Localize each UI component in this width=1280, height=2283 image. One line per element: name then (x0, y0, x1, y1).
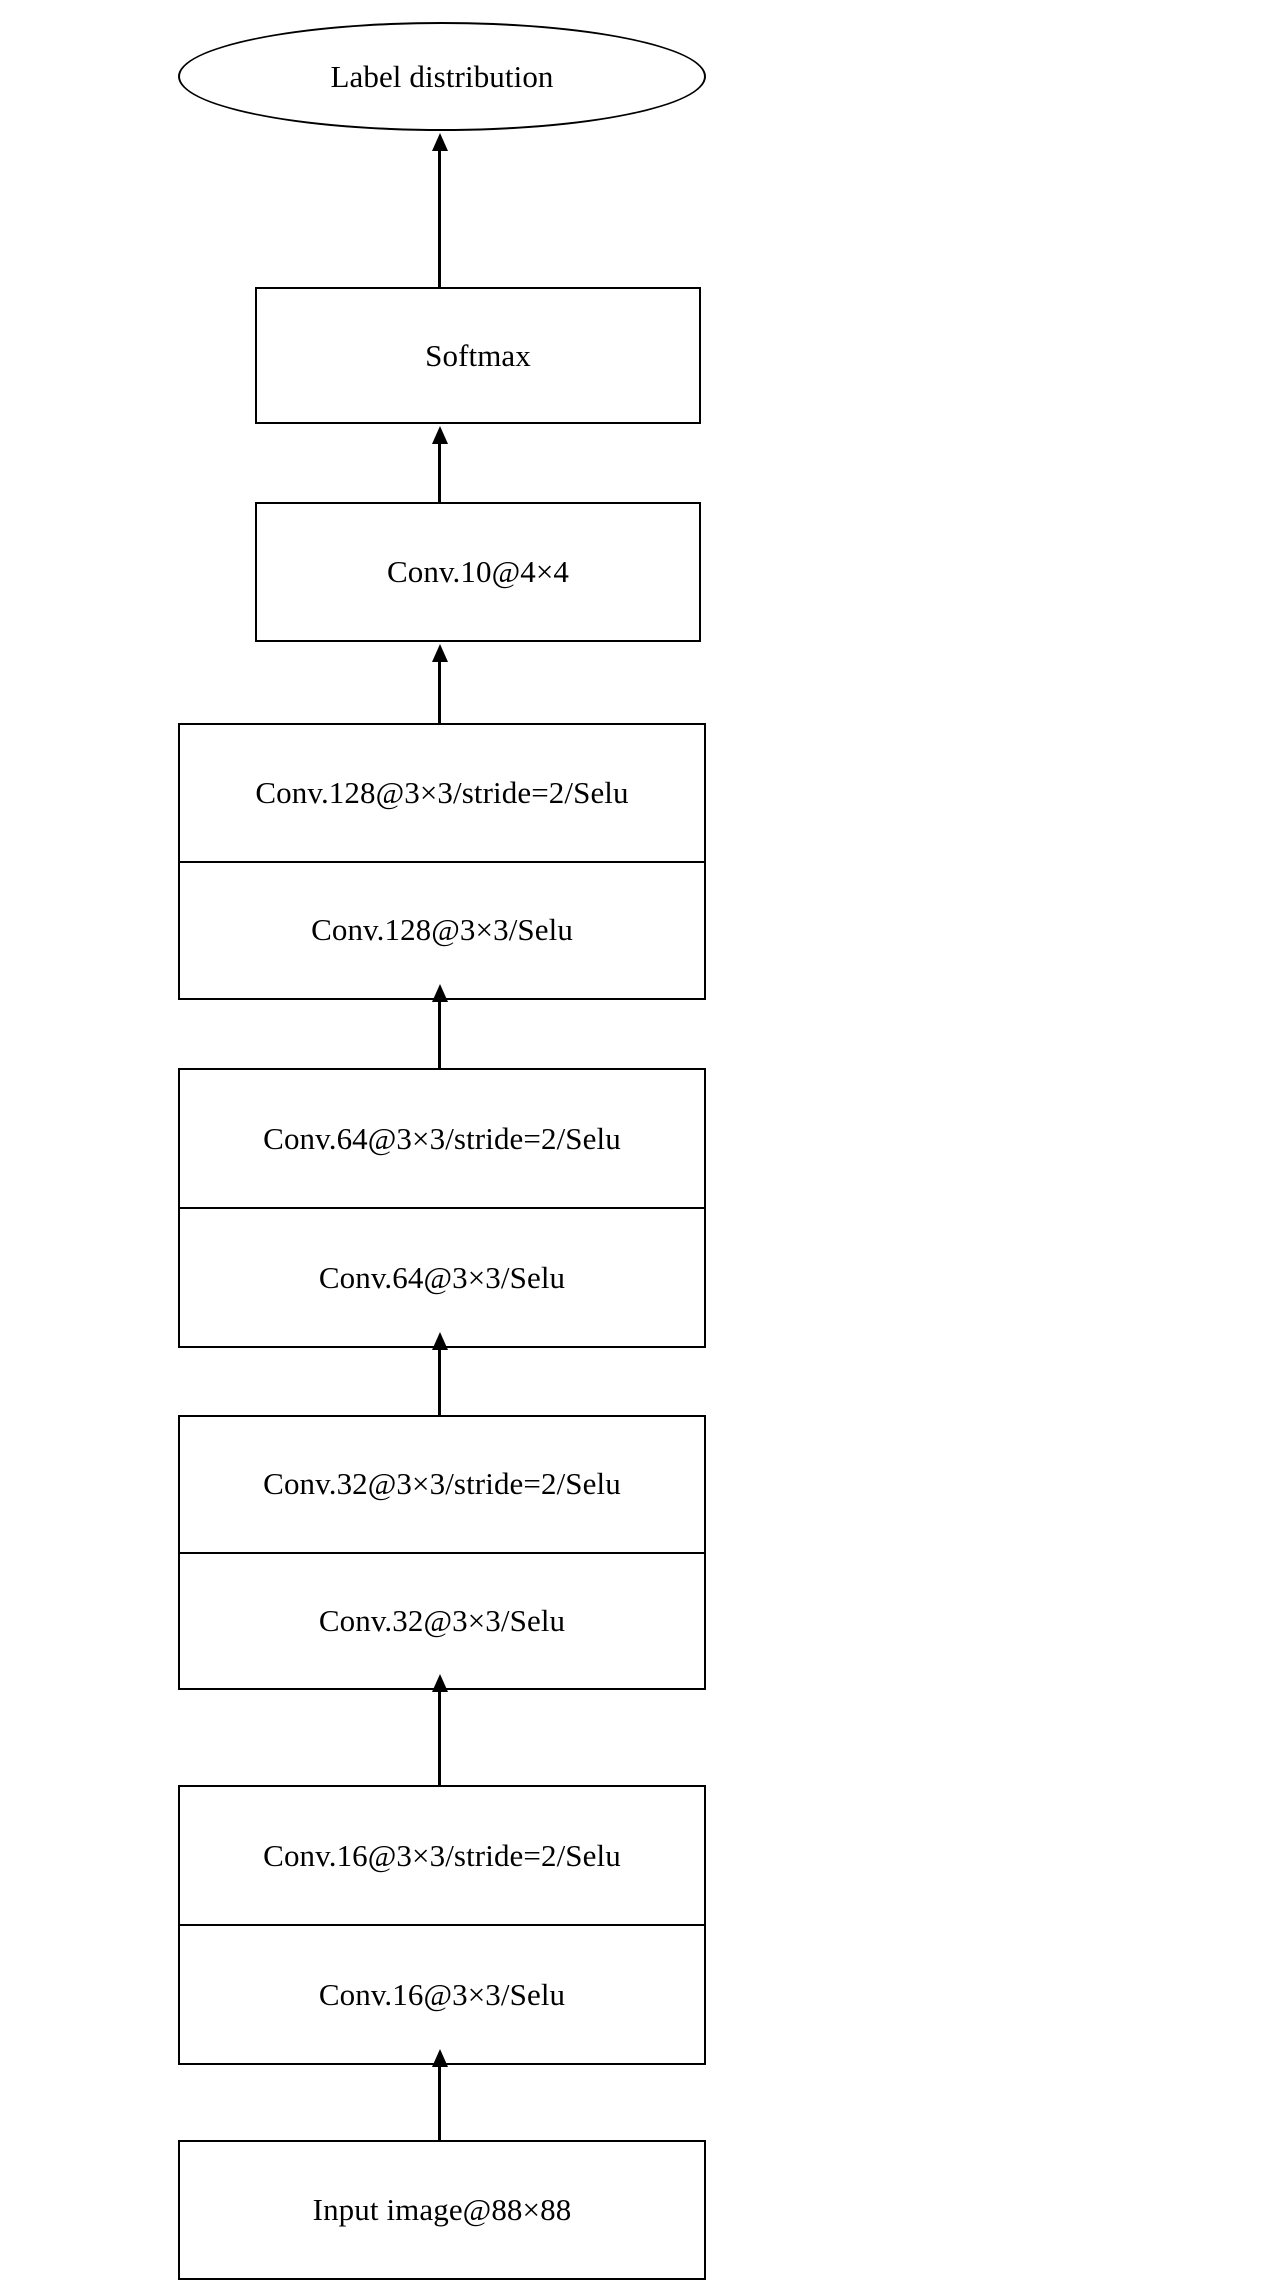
node-conv16-stride: Conv.16@3×3/stride=2/Selu (180, 1787, 704, 1926)
arrow-head-icon (431, 644, 448, 662)
node-softmax-text: Softmax (425, 337, 531, 373)
edge-conv128-to-conv10 (431, 644, 448, 723)
node-conv64-text: Conv.64@3×3/Selu (318, 1259, 566, 1295)
node-conv128-text: Conv.128@3×3/Selu (311, 912, 573, 948)
node-conv128: Conv.128@3×3/Selu (180, 863, 704, 999)
node-conv32-stride: Conv.32@3×3/stride=2/Selu (180, 1417, 704, 1554)
node-group-conv16: Conv.16@3×3/stride=2/Selu Conv.16@3×3/Se… (178, 1785, 706, 2065)
edge-conv10-to-softmax (431, 426, 448, 502)
arrow-head-icon (431, 1674, 448, 1692)
edge-conv32-to-conv64 (431, 1332, 448, 1415)
arrow-head-icon (431, 984, 448, 1002)
node-conv16-stride-text: Conv.16@3×3/stride=2/Selu (263, 1837, 621, 1873)
node-conv32-stride-text: Conv.32@3×3/stride=2/Selu (263, 1466, 621, 1502)
node-softmax: Softmax (255, 287, 701, 424)
node-conv10-text: Conv.10@4×4 (386, 554, 570, 589)
node-conv10: Conv.10@4×4 (255, 502, 701, 642)
node-conv16: Conv.16@3×3/Selu (180, 1926, 704, 2063)
node-group-conv64: Conv.64@3×3/stride=2/Selu Conv.64@3×3/Se… (178, 1068, 706, 1348)
arrow-head-icon (431, 426, 448, 444)
node-group-conv32: Conv.32@3×3/stride=2/Selu Conv.32@3×3/Se… (178, 1415, 706, 1690)
node-conv32-text: Conv.32@3×3/Selu (318, 1602, 566, 1638)
edge-input-to-conv16 (431, 2049, 448, 2140)
edge-softmax-to-label-distribution (431, 133, 448, 287)
node-conv128-stride-text: Conv.128@3×3/stride=2/Selu (255, 774, 629, 810)
arrow-head-icon (431, 2049, 448, 2067)
node-input-image-text: Input image@88×88 (312, 2192, 572, 2227)
node-conv32: Conv.32@3×3/Selu (180, 1554, 704, 1689)
node-label-distribution-text: Label distribution (330, 58, 554, 94)
arrow-head-icon (431, 133, 448, 151)
arrow-head-icon (431, 1332, 448, 1350)
node-conv64: Conv.64@3×3/Selu (180, 1209, 704, 1346)
node-conv64-stride: Conv.64@3×3/stride=2/Selu (180, 1070, 704, 1209)
node-conv128-stride: Conv.128@3×3/stride=2/Selu (180, 725, 704, 863)
edge-conv16-to-conv32 (431, 1674, 448, 1785)
node-label-distribution: Label distribution (178, 22, 706, 131)
node-conv64-stride-text: Conv.64@3×3/stride=2/Selu (263, 1120, 621, 1156)
node-input-image: Input image@88×88 (178, 2140, 706, 2280)
node-group-conv128: Conv.128@3×3/stride=2/Selu Conv.128@3×3/… (178, 723, 706, 1000)
node-conv16-text: Conv.16@3×3/Selu (318, 1976, 566, 2012)
edge-conv64-to-conv128 (431, 984, 448, 1068)
